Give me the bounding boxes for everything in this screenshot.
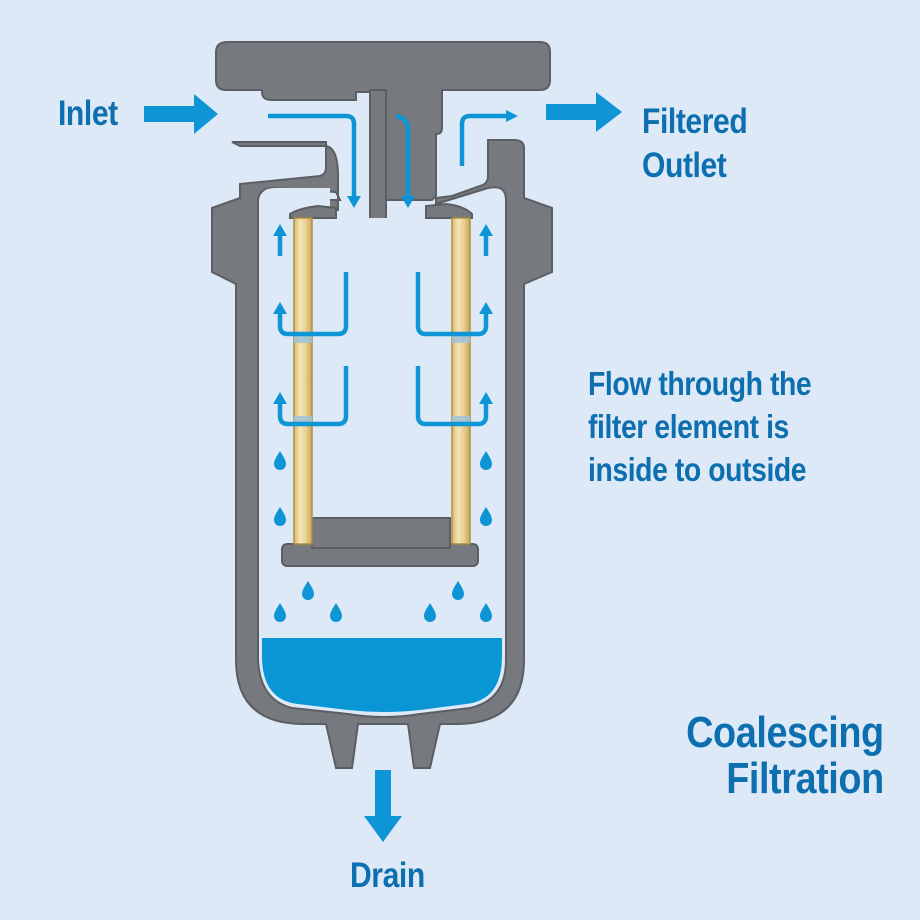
drain-label: Drain — [350, 856, 425, 895]
flow-note-line-3: inside to outside — [588, 451, 807, 488]
outlet-label-line-1: Filtered — [642, 102, 748, 141]
inlet-label: Inlet — [58, 94, 118, 133]
outlet-label-line-2: Outlet — [642, 146, 727, 185]
diagram-title-line-1: Coalescing — [686, 708, 884, 757]
bowl-interior — [262, 188, 504, 714]
flow-arrow-icon — [268, 110, 518, 427]
outlet-arrow-icon — [546, 92, 622, 132]
flow-note-line-1: Flow through the — [588, 365, 812, 402]
inlet-arrow-icon — [144, 94, 218, 134]
diagram-title-line-2: Filtration — [726, 754, 884, 803]
outlet-label: Filtered Outlet — [642, 100, 748, 188]
filter-element-left — [293, 217, 313, 545]
drain-arrow-icon — [364, 770, 402, 842]
filter-bowl — [211, 139, 553, 769]
filter-element-right — [451, 217, 471, 545]
flow-note: Flow through the filter element is insid… — [588, 362, 812, 491]
collected-liquid — [262, 638, 502, 712]
flow-note-line-2: filter element is — [588, 408, 789, 445]
diagram-title: Coalescing Filtration — [686, 710, 884, 802]
